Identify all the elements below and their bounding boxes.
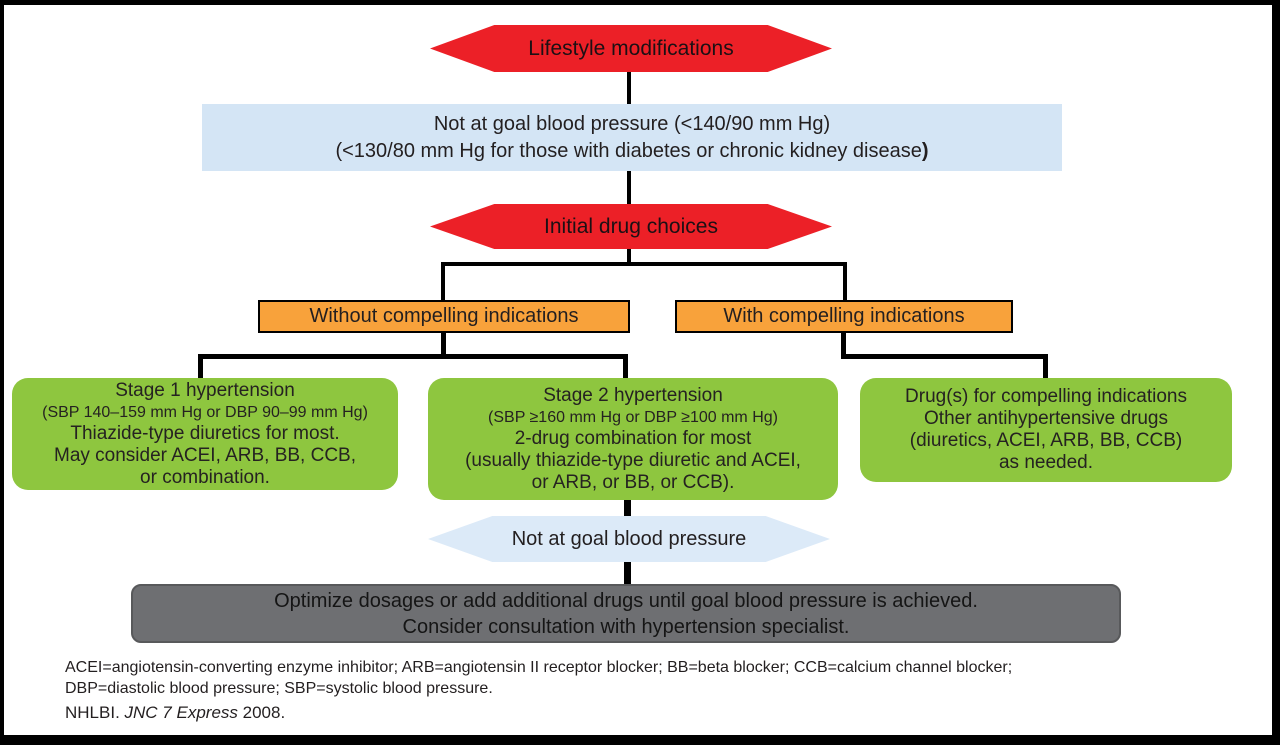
abbreviations-line1: ACEI=angiotensin-converting enzyme inhib… — [65, 659, 1013, 676]
stage1-line: or combination. — [140, 466, 270, 488]
compelling-indications-drugs-box: Drug(s) for compelling indications Other… — [860, 378, 1232, 482]
not-at-goal-bp-hexagon-label: Not at goal blood pressure — [511, 527, 747, 550]
without-compelling-indications-box: Without compelling indications — [258, 300, 630, 333]
compelling-line: (diuretics, ACEI, ARB, BB, CCB) — [909, 430, 1183, 451]
with-compelling-indications-box: With compelling indications — [675, 300, 1013, 333]
abbreviations-footnote: ACEI=angiotensin-converting enzyme inhib… — [65, 657, 1215, 699]
connector-goalbox-to-initial — [627, 171, 631, 205]
connector-to-with-box — [843, 262, 847, 300]
initial-drug-choices-label: Initial drug choices — [544, 214, 718, 238]
stage1-range: (SBP 140–159 mm Hg or DBP 90–99 mm Hg) — [42, 403, 368, 421]
optimize-dosages-line2: Consider consultation with hypertension … — [402, 615, 850, 638]
stage1-line: May consider ACEI, ARB, BB, CCB, — [54, 444, 356, 466]
with-compelling-indications-label: With compelling indications — [723, 305, 965, 327]
stage2-line: or ARB, or BB, or CCB). — [531, 471, 735, 493]
source-citation: NHLBI. JNC 7 Express 2008. — [65, 703, 286, 722]
lifestyle-modifications-hexagon: Lifestyle modifications — [430, 25, 832, 72]
connector-to-stage2 — [623, 354, 628, 378]
stage2-hypertension-box: Stage 2 hypertension (SBP ≥160 mm Hg or … — [428, 378, 838, 500]
without-compelling-indications-label: Without compelling indications — [309, 305, 579, 327]
optimize-dosages-box: Optimize dosages or add additional drugs… — [131, 584, 1121, 643]
compelling-line: Drug(s) for compelling indications — [905, 386, 1187, 407]
not-at-goal-bp-hexagon: Not at goal blood pressure — [428, 516, 830, 562]
initial-drug-choices-hexagon: Initial drug choices — [430, 204, 832, 249]
optimize-dosages-line1: Optimize dosages or add additional drugs… — [274, 589, 978, 612]
compelling-line: as needed. — [998, 452, 1094, 473]
connector-to-compelling — [1043, 354, 1048, 378]
connector-to-stage1 — [198, 354, 203, 378]
lifestyle-modifications-label: Lifestyle modifications — [528, 36, 734, 60]
connector-initial-stem — [627, 249, 631, 266]
connector-stage2-to-notgoal — [624, 500, 631, 516]
connector-branch-right — [841, 354, 1048, 359]
connector-with-stem — [841, 333, 846, 359]
not-at-goal-bp-box: Not at goal blood pressure (<140/90 mm H… — [202, 104, 1062, 171]
stage1-line: Thiazide-type diuretics for most. — [70, 422, 340, 444]
compelling-line: Other antihypertensive drugs — [924, 408, 1168, 429]
stage2-line: (usually thiazide-type diuretic and ACEI… — [465, 449, 801, 471]
connector-notgoal-to-optimize — [624, 562, 631, 586]
stage1-hypertension-box: Stage 1 hypertension (SBP 140–159 mm Hg … — [12, 378, 398, 490]
connector-to-without-box — [441, 262, 445, 300]
stage2-line: 2-drug combination for most — [514, 427, 752, 449]
connector-branch-top — [441, 262, 847, 266]
connector-without-stem — [441, 333, 446, 359]
stage2-range: (SBP ≥160 mm Hg or DBP ≥100 mm Hg) — [488, 408, 778, 426]
not-at-goal-bp-line2: (<130/80 mm Hg for those with diabetes o… — [335, 139, 929, 162]
stage2-title: Stage 2 hypertension — [543, 384, 723, 406]
abbreviations-line2: DBP=diastolic blood pressure; SBP=systol… — [65, 680, 493, 697]
not-at-goal-bp-line1: Not at goal blood pressure (<140/90 mm H… — [433, 112, 831, 135]
connector-lifestyle-to-goalbox — [627, 72, 631, 105]
connector-branch-left — [198, 354, 628, 359]
stage1-title: Stage 1 hypertension — [115, 379, 295, 401]
